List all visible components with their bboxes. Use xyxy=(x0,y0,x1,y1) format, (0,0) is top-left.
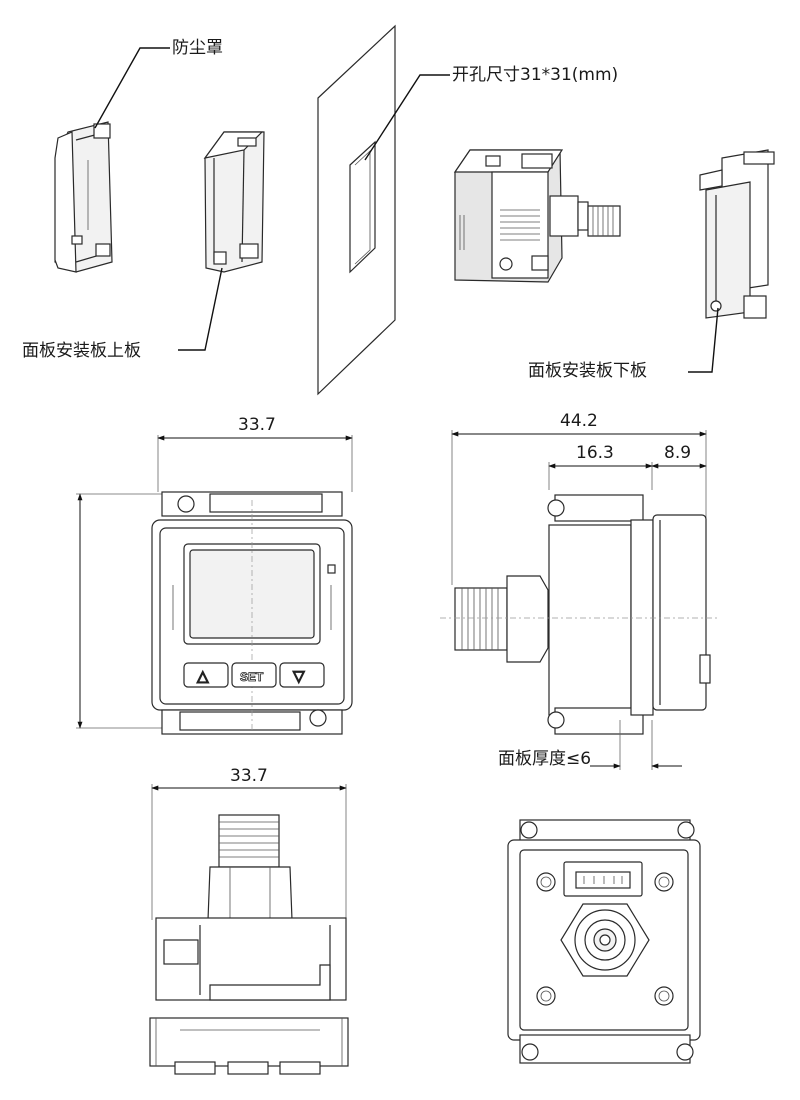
panel-part xyxy=(317,24,396,396)
set-button-label: SET xyxy=(240,670,264,684)
dust-cover-part xyxy=(54,121,113,273)
upper-plate-leader xyxy=(178,267,223,351)
down-button[interactable] xyxy=(279,662,325,688)
side-total-depth-dimension: 44.2 xyxy=(560,411,598,431)
up-button-label: △ xyxy=(196,668,209,685)
upper-mounting-plate-part xyxy=(203,131,265,273)
lower-plate-label: 面板安装板下板 xyxy=(528,361,647,381)
cutout-leader xyxy=(364,74,450,161)
lower-plate-leader xyxy=(688,307,719,373)
dust-cover-leader xyxy=(94,47,170,129)
panel-thickness-label: 面板厚度≤6 xyxy=(498,749,591,769)
cutout-size-label: 开孔尺寸31*31(mm) xyxy=(452,65,618,85)
back-view xyxy=(507,819,701,1064)
bottom-width-dimension: 33.7 xyxy=(230,766,268,786)
side-body-depth-dimension: 16.3 xyxy=(576,443,614,463)
lower-mounting-plate-part xyxy=(699,149,775,319)
down-button-label: ▽ xyxy=(292,668,305,685)
upper-plate-label: 面板安装板上板 xyxy=(22,341,141,361)
set-button[interactable] xyxy=(231,662,277,688)
bottom-view: 33.7 xyxy=(149,766,349,1075)
dust-cover-label: 防尘罩 xyxy=(172,38,223,58)
front-width-dimension: 33.7 xyxy=(238,415,276,435)
up-button[interactable] xyxy=(183,662,229,688)
side-view: 44.2 16.3 8.9 面板厚度≤6 xyxy=(440,411,718,770)
front-view: 33.7 △ SET ▽ xyxy=(76,415,353,735)
sensor-body-part xyxy=(453,149,621,283)
side-front-depth-dimension: 8.9 xyxy=(664,443,691,463)
